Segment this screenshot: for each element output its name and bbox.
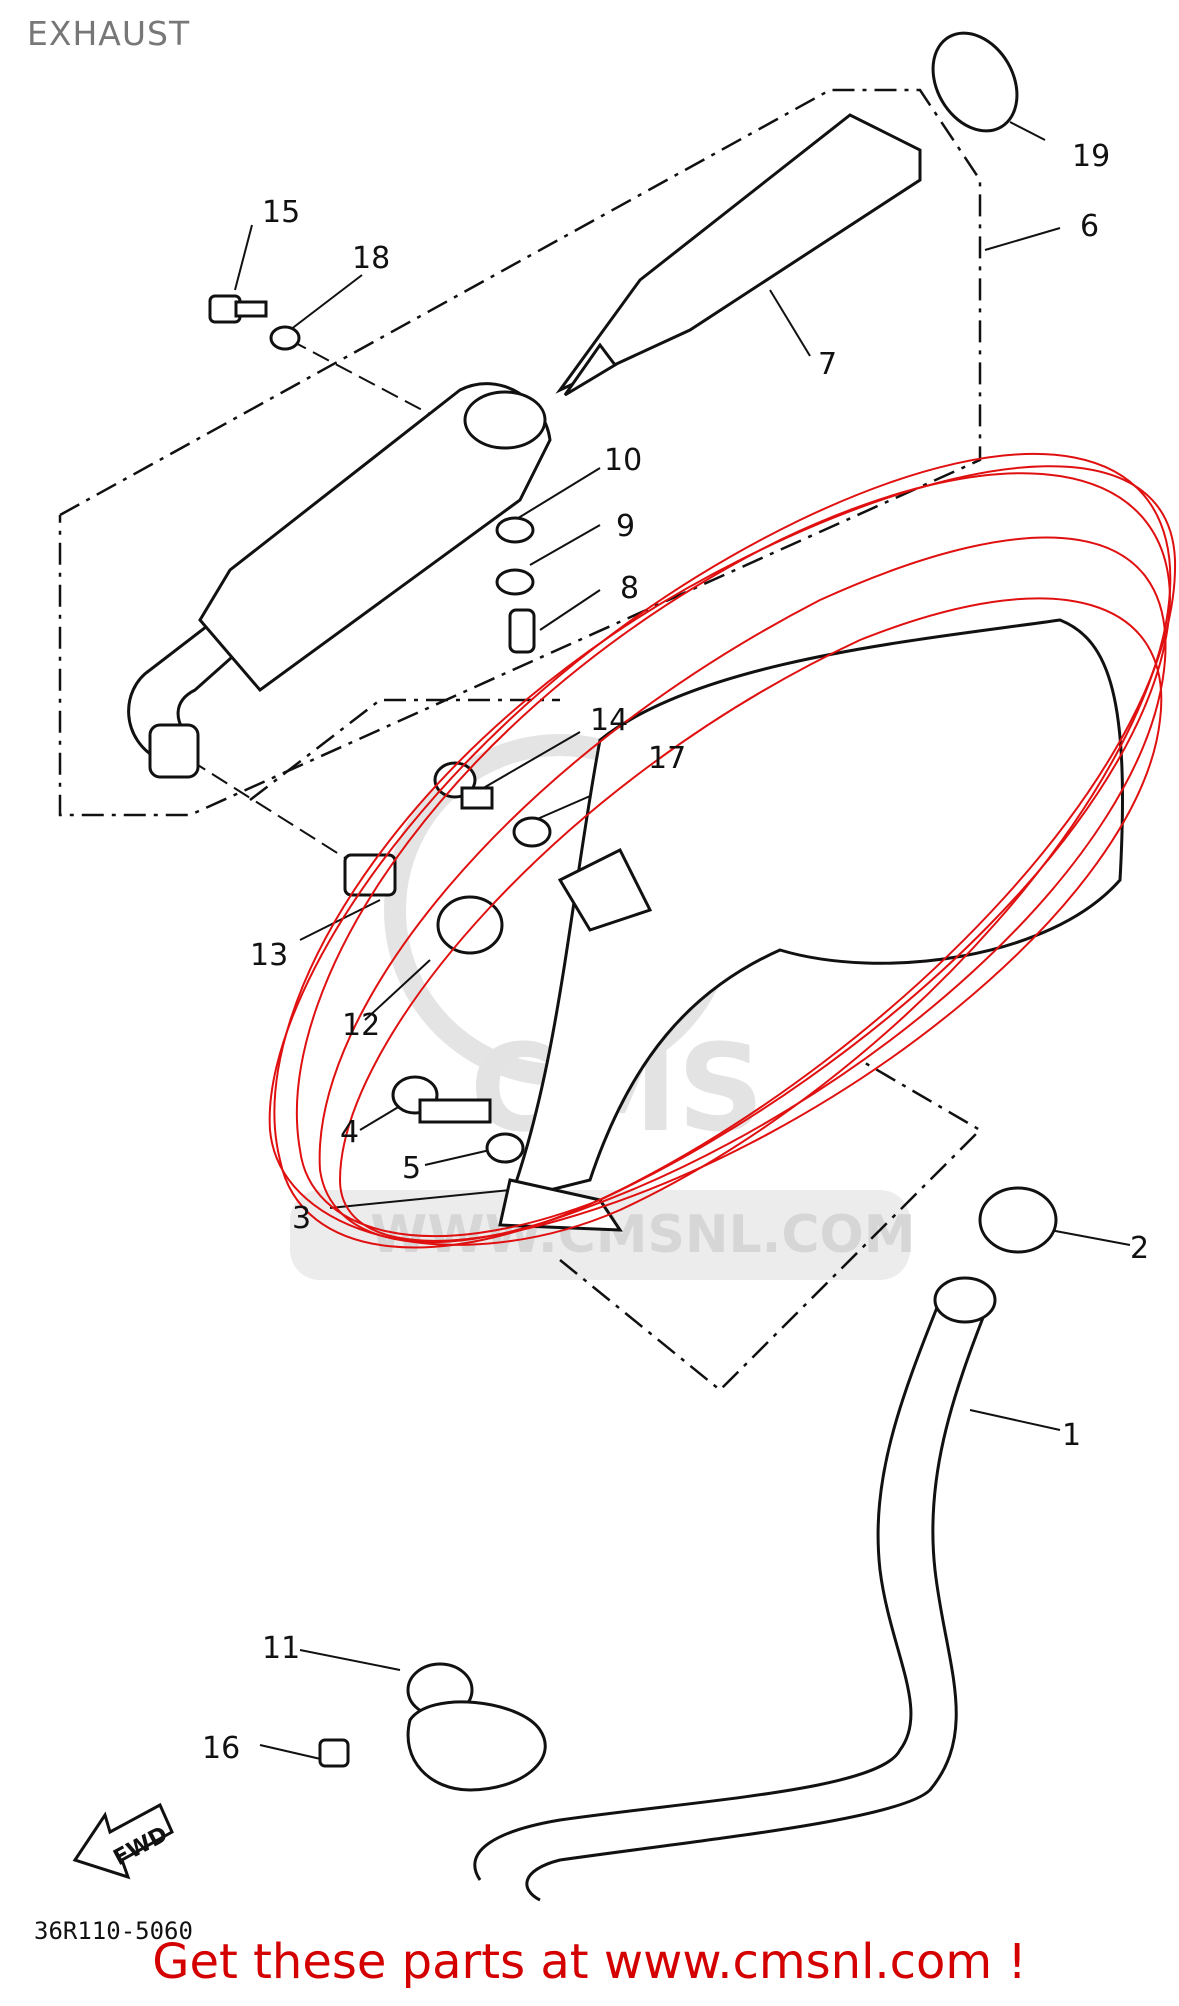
callout-12: 12: [342, 1008, 380, 1043]
callout-18: 18: [352, 241, 390, 276]
callouts: 1 2 3 4 5 6 7 8 9 10 11 12 13 14 15 16 1…: [202, 139, 1149, 1766]
callout-16: 16: [202, 1731, 240, 1766]
callout-4: 4: [340, 1115, 359, 1150]
header-pipe: [406, 1276, 997, 1902]
promo-link-text[interactable]: Get these parts at www.cmsnl.com !: [152, 1934, 1027, 1990]
callout-5: 5: [402, 1151, 421, 1186]
lower-muffler: [498, 618, 1124, 1232]
callout-7: 7: [818, 347, 837, 382]
callout-17: 17: [648, 741, 686, 776]
callout-14: 14: [590, 703, 628, 738]
callout-3: 3: [292, 1201, 311, 1236]
assembly-outline: [58, 88, 983, 1392]
callout-10: 10: [604, 443, 642, 478]
section-title: EXHAUST: [27, 14, 191, 53]
red-scribble: [268, 452, 1177, 1249]
callout-9: 9: [616, 509, 635, 544]
callout-6: 6: [1080, 209, 1099, 244]
callout-1: 1: [1062, 1418, 1081, 1453]
callout-2: 2: [1130, 1231, 1149, 1266]
diagram-reference-number: 36R110-5060: [34, 1917, 193, 1945]
callout-11: 11: [262, 1631, 300, 1666]
callout-15: 15: [262, 195, 300, 230]
callout-8: 8: [620, 571, 639, 606]
fasteners: [208, 294, 1058, 1768]
upper-muffler: [127, 31, 1019, 779]
fwd-arrow: FWD: [72, 1802, 174, 1880]
callout-19: 19: [1072, 139, 1110, 174]
callout-13: 13: [250, 938, 288, 973]
